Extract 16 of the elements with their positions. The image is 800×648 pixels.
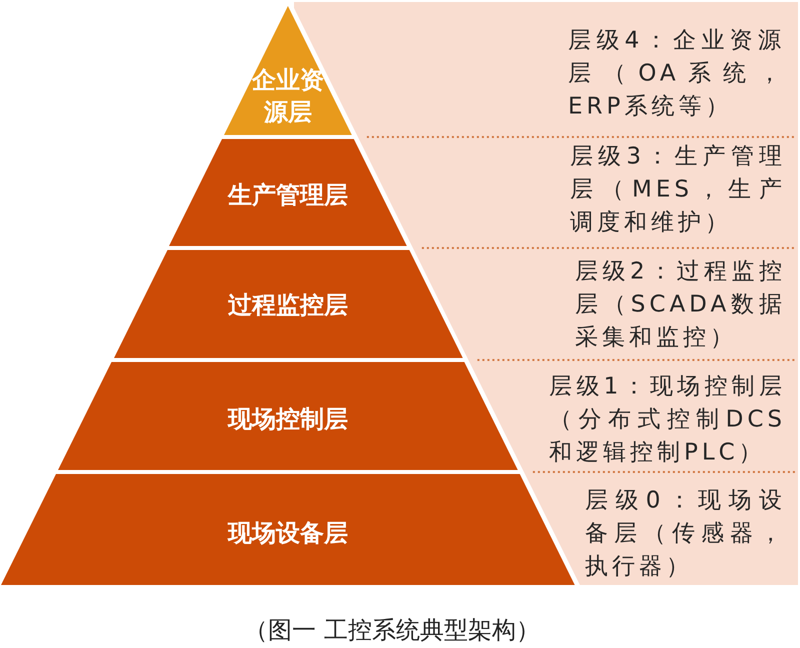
tier-label: 企业资源层 (250, 65, 325, 128)
pyramid-tier (1, 474, 575, 585)
pyramid-tier (114, 250, 462, 358)
tier-label: 现场控制层 (228, 404, 348, 435)
tier-label: 过程监控层 (228, 290, 348, 321)
caption: （图一 工控系统典型架构） (244, 615, 540, 645)
tier-label: 现场设备层 (228, 518, 348, 549)
tier-description: 层级4：企业资源层（OA系统，ERP系统等） (568, 26, 785, 122)
tier-label: 生产管理层 (228, 180, 348, 211)
tier-description: 层级2：过程监控层（SCADA数据采集和监控） (575, 258, 786, 352)
pyramid-tier (169, 139, 407, 246)
pyramid-tier (58, 362, 518, 470)
tier-description: 层级3：生产管理层（MES，生产调度和维护） (570, 142, 786, 238)
tier-description: 层级0：现场设备层（传感器，执行器） (585, 486, 786, 582)
pyramid-tier (224, 6, 352, 135)
tier-description: 层级1：现场控制层（分布式控制DCS和逻辑控制PLC） (549, 372, 786, 468)
